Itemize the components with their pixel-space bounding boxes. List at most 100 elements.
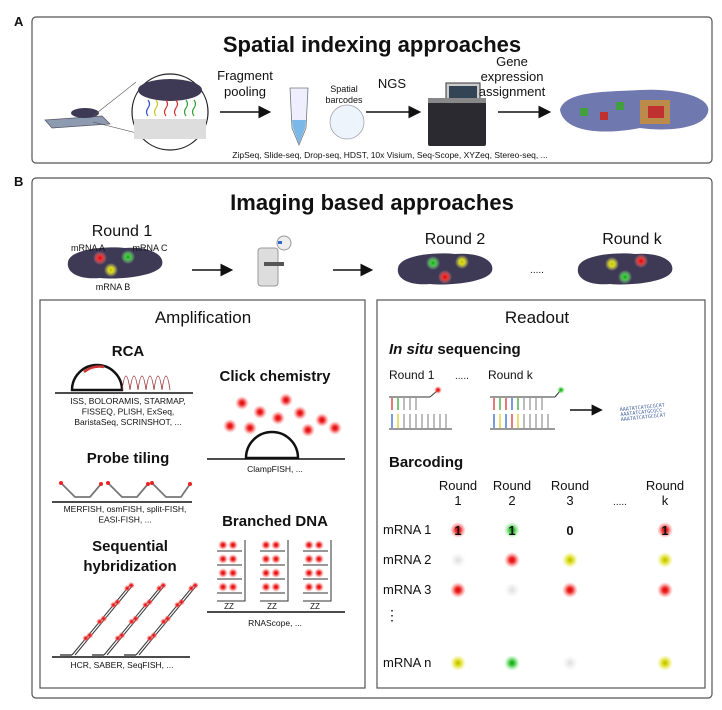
- fluor-dot: [127, 581, 135, 589]
- barcode-dot-yellow: [657, 552, 673, 568]
- barcode-dot-red: [657, 582, 673, 598]
- bdna-stem: [303, 540, 332, 602]
- fluor-dot: [261, 582, 271, 592]
- amplification-title: Amplification: [155, 308, 251, 327]
- rca-methods: ISS, BOLORAMIS, STARMAP,FISSEQ, PLISH, E…: [70, 396, 185, 427]
- barcode-dot-red: [450, 522, 466, 538]
- panel-b-label: B: [14, 174, 23, 189]
- panel-a-box: [31, 16, 713, 164]
- barcode-dot-red: [450, 582, 466, 598]
- readout-box: [376, 299, 706, 689]
- barcode-dot-green: [504, 655, 520, 671]
- iss-round-1-label: Round 1: [389, 368, 435, 382]
- barcode-bit: 1: [454, 523, 461, 538]
- panel-a-title: Spatial indexing approaches: [223, 32, 521, 57]
- round-header: Round: [551, 478, 589, 493]
- fluor-dot: [271, 554, 281, 564]
- probe-tiling-methods: MERFISH, osmFISH, split-FISH,EASI-FISH, …: [64, 504, 187, 525]
- fluor-dot: [228, 554, 238, 564]
- fluor-dot: [314, 582, 324, 592]
- zz-probe-label: ZZ: [310, 602, 320, 611]
- mrna-b-label: mRNA B: [96, 282, 131, 292]
- svg-text:AAATATCATGCGCAT: AAATATCATGCGCAT: [620, 402, 666, 413]
- click-chemistry-illustration: [207, 393, 345, 460]
- readout-title: Readout: [505, 308, 570, 327]
- fluor-dot: [150, 631, 158, 639]
- round-header-number: 1: [454, 493, 461, 508]
- mrna-row-label: mRNA n: [383, 655, 431, 670]
- iss-round-k-label: Round k: [488, 368, 534, 382]
- sequential-hybridization-illustration: [60, 581, 199, 656]
- tube-icon: [289, 87, 365, 147]
- round-header: Round: [439, 478, 477, 493]
- fluor-dot: [113, 598, 121, 606]
- fluor-dot: [271, 540, 281, 550]
- round-2-label: Round 2: [425, 231, 486, 248]
- spatial-indexing-methods: ZipSeq, Slide-seq, Drop-seq, HDST, 10x V…: [232, 150, 547, 160]
- amplification-box: [39, 299, 366, 689]
- iss-illustration: [389, 386, 565, 430]
- barcode-dot-yellow: [562, 552, 578, 568]
- round-ellipsis: .....: [530, 265, 544, 276]
- fluor-dot: [218, 554, 228, 564]
- zz-probe-label: ZZ: [267, 602, 277, 611]
- click-chemistry-methods: ClampFISH, ...: [247, 464, 303, 474]
- round-header: Round: [646, 478, 684, 493]
- barcode-dot-green: [504, 522, 520, 538]
- round-header-number: 2: [508, 493, 515, 508]
- mrna-row-label: mRNA 1: [383, 522, 431, 537]
- fluor-dot: [228, 568, 238, 578]
- mrna-row-label: mRNA 3: [383, 582, 431, 597]
- panel-a-label: A: [14, 14, 24, 29]
- fluor-dot: [314, 540, 324, 550]
- svg-text:AAATATCATGCGCC: AAATATCATGCGCC: [620, 408, 663, 418]
- branched-dna-methods: RNAScope, ...: [248, 618, 302, 628]
- sequential-hybridization-methods: HCR, SABER, SeqFISH, ...: [71, 660, 174, 670]
- barcode-bit: 1: [508, 523, 515, 538]
- bdna-stem: [260, 540, 289, 602]
- barcode-dot-grey: [504, 582, 520, 598]
- fluor-dot: [261, 540, 271, 550]
- fluor-dot: [314, 554, 324, 564]
- fluor-dot: [261, 554, 271, 564]
- sequencer-icon: [428, 82, 486, 146]
- barcode-dot-yellow: [657, 655, 673, 671]
- tissue-round-2: [397, 253, 493, 285]
- round-header-number: 3: [566, 493, 573, 508]
- panel-b-box: [31, 177, 713, 699]
- panel-b-title: Imaging based approaches: [230, 190, 514, 215]
- branched-dna-title: Branched DNA: [222, 513, 328, 530]
- slide-illustration: [44, 73, 209, 151]
- fluor-dot: [218, 568, 228, 578]
- mrna-c-label: mRNA C: [132, 243, 168, 253]
- mrna-a-label: mRNA A: [71, 243, 105, 253]
- fluor-dot: [145, 598, 153, 606]
- barcode-dot-yellow: [450, 655, 466, 671]
- tissue-round-k: [577, 253, 673, 285]
- tissue-expression-map: [560, 89, 709, 132]
- rca-illustration: [55, 363, 193, 394]
- fluor-dot: [118, 631, 126, 639]
- fluor-dot: [271, 568, 281, 578]
- fluor-dot: [271, 582, 281, 592]
- barcode-dot-grey: [450, 552, 466, 568]
- barcode-dot-red: [562, 582, 578, 598]
- in-situ-sequencing-title: In situ sequencing: [389, 341, 521, 358]
- fluor-dot: [434, 386, 442, 394]
- fluor-dot: [228, 582, 238, 592]
- fluor-dot: [304, 540, 314, 550]
- mrna-row-label: mRNA 2: [383, 552, 431, 567]
- tissue-round-1: [67, 247, 163, 279]
- fluor-dot: [164, 615, 172, 623]
- barcode-dot-grey: [562, 655, 578, 671]
- fluor-dot: [304, 582, 314, 592]
- ngs-label: NGS: [378, 76, 407, 91]
- barcode-bit: 1: [661, 523, 668, 538]
- fluor-dot: [159, 581, 167, 589]
- fluor-dot: [191, 581, 199, 589]
